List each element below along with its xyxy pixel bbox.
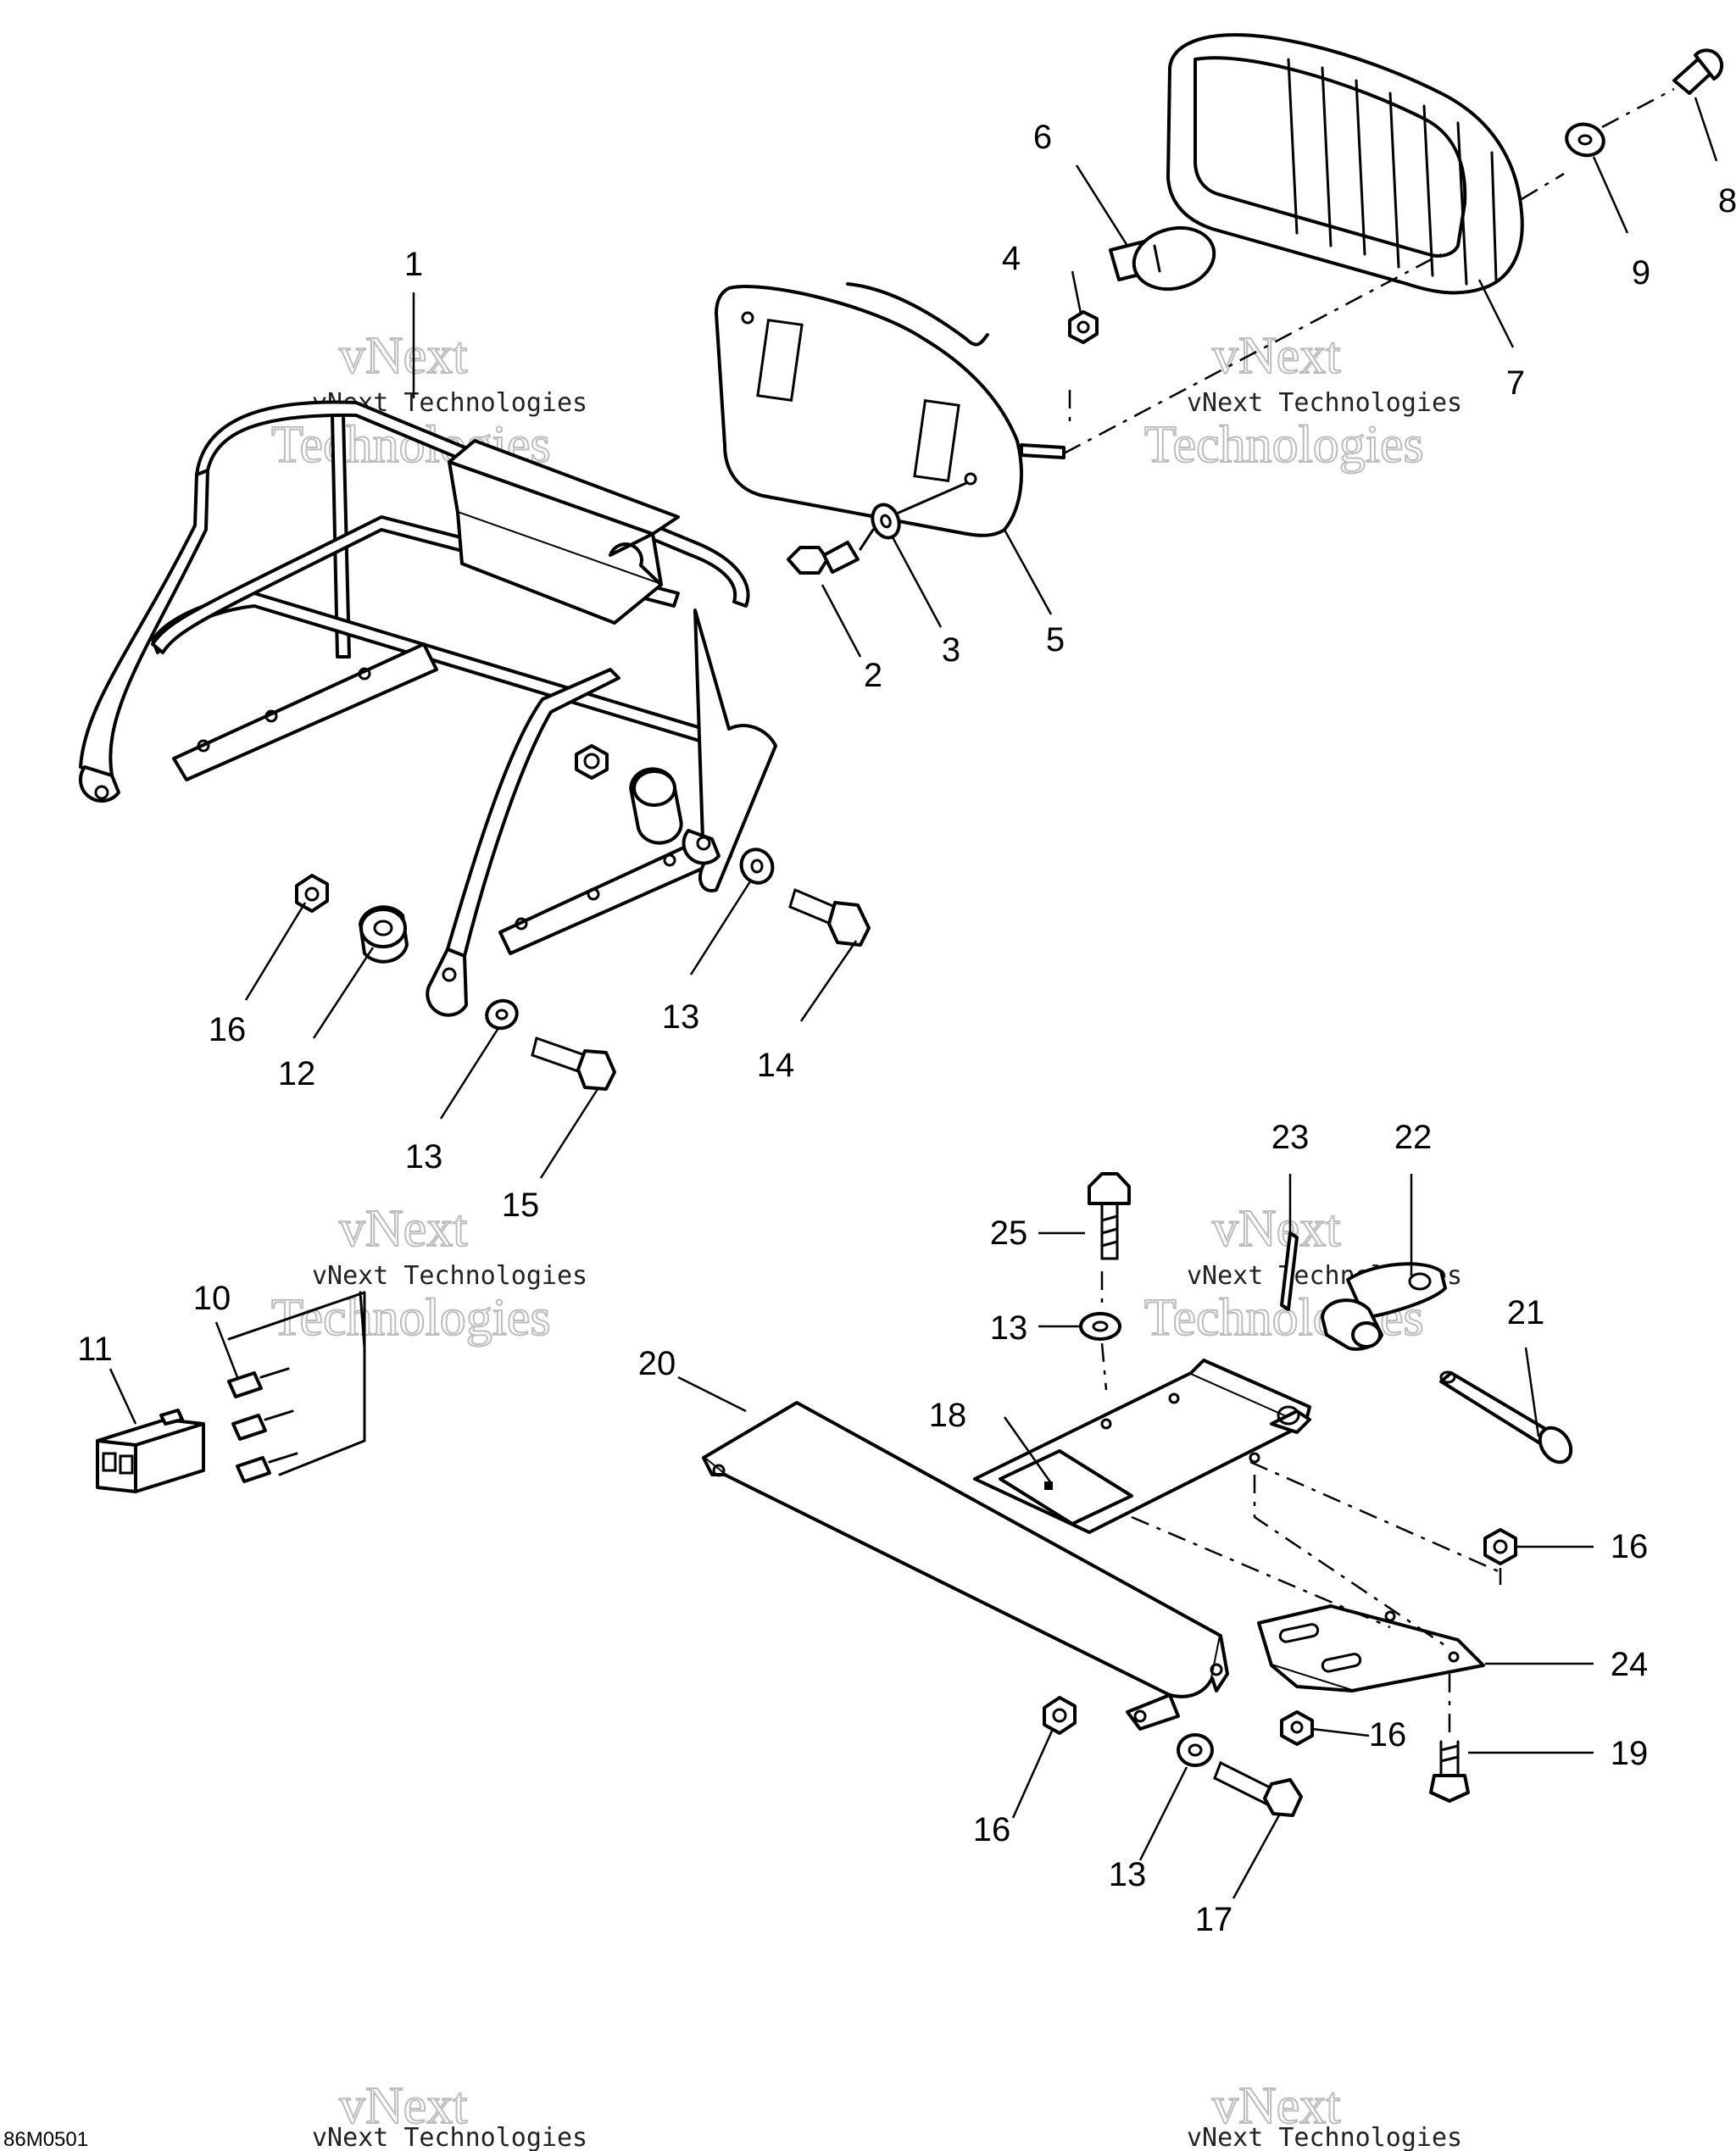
tail-light-base [715,282,1066,537]
bolt-19 [1429,1740,1470,1803]
watermark-bottom-right: vNext vNext Technologies [1187,2076,1462,2151]
watermark-top-left: vNext Technologies vNext Technologies [270,326,587,475]
watermark-group: vNext Technologies vNext Technologies vN… [270,326,1462,2151]
callout-9: 9 [1632,254,1650,292]
callout-21: 21 [1507,1294,1545,1331]
pin-23 [1280,1231,1299,1311]
bolt-14 [788,887,871,947]
watermark-bottom-left: vNext vNext Technologies [312,2076,587,2151]
spacer-12 [359,905,409,964]
callout-4: 4 [1002,240,1021,277]
watermark-top-right: vNext Technologies vNext Technologies [1143,326,1462,475]
watermark-word: Technologies [1144,416,1424,474]
terminals [227,1367,298,1483]
callout-17: 17 [1195,1901,1233,1938]
watermark-brand: vNext [1212,1200,1341,1258]
callout-18: 18 [929,1397,967,1434]
callout-11: 11 [77,1331,113,1368]
washer-13-arm [1177,1733,1214,1767]
watermark-text: vNext Technologies [312,2123,587,2151]
callout-15: 15 [502,1187,540,1224]
washer-9 [1565,122,1605,158]
callout-10: 10 [193,1280,231,1317]
watermark-word: Technologies [271,1289,551,1347]
nut-16-bracket [1280,1710,1314,1746]
watermark-brand: vNext [339,2077,468,2135]
callout-23: 23 [1271,1119,1310,1156]
plate-bracket-arm [702,1401,1229,1731]
callout-6: 6 [1033,119,1052,156]
watermark-brand: vNext [339,327,468,385]
callout-25: 25 [990,1214,1028,1252]
bulb [1109,225,1216,292]
screw-8 [1672,48,1724,95]
nut-4 [1068,310,1099,344]
washer-13-lower [485,998,519,1031]
callout-20: 20 [638,1345,676,1382]
nut-16-right [1483,1528,1517,1565]
callout-16: 16 [209,1011,247,1048]
callout-3: 3 [942,631,960,669]
connector-housing [96,1409,205,1493]
callout-2: 2 [864,657,882,694]
decal-18 [999,1449,1133,1526]
watermark-text: vNext Technologies [312,1261,587,1291]
clamp-22 [1321,1262,1447,1351]
callout-16: 16 [1369,1716,1407,1754]
callout-24: 24 [1611,1646,1649,1683]
leader-lines [108,97,1718,1899]
callout-8: 8 [1718,182,1736,220]
bracket-24 [1257,1604,1485,1692]
callout-14: 14 [757,1047,795,1084]
callout-13: 13 [405,1138,443,1176]
assembly-lines [227,87,1675,1737]
callout-labels: 1 2 3 4 5 6 7 8 9 10 11 12 13 13 13 13 1… [77,119,1736,1938]
figure-code: 86M0501 [3,2128,88,2151]
callout-13: 13 [990,1309,1028,1347]
bolt-17 [1213,1760,1303,1817]
tail-light-lens [1166,33,1524,295]
callout-1: 1 [404,246,423,283]
washer-13-bracket [1079,1312,1121,1341]
callout-16: 16 [973,1811,1011,1848]
nut-16-arm [1043,1696,1077,1735]
callout-19: 19 [1611,1735,1649,1772]
watermark-mid-left: vNext Technologies vNext Technologies [270,1199,587,1348]
callout-7: 7 [1506,364,1525,402]
watermark-brand: vNext [339,1200,468,1258]
callout-22: 22 [1394,1119,1433,1156]
watermark-text: vNext Technologies [1187,388,1462,418]
nut-16-left [295,874,329,913]
watermark-text: vNext Technologies [1187,2123,1462,2151]
clevis-pin-21 [1439,1370,1573,1465]
washer-13-upper [739,848,775,885]
callout-16: 16 [1611,1528,1649,1565]
screw-2 [787,541,860,575]
bolt-15 [531,1037,616,1091]
rear-rack-frame [79,400,777,1017]
callout-13: 13 [1109,1856,1147,1893]
watermark-brand: vNext [1212,2077,1341,2135]
bolt-25 [1088,1172,1131,1260]
callout-13: 13 [662,998,700,1036]
watermark-brand: vNext [1212,327,1341,385]
callout-5: 5 [1046,621,1065,659]
callout-12: 12 [278,1055,316,1092]
